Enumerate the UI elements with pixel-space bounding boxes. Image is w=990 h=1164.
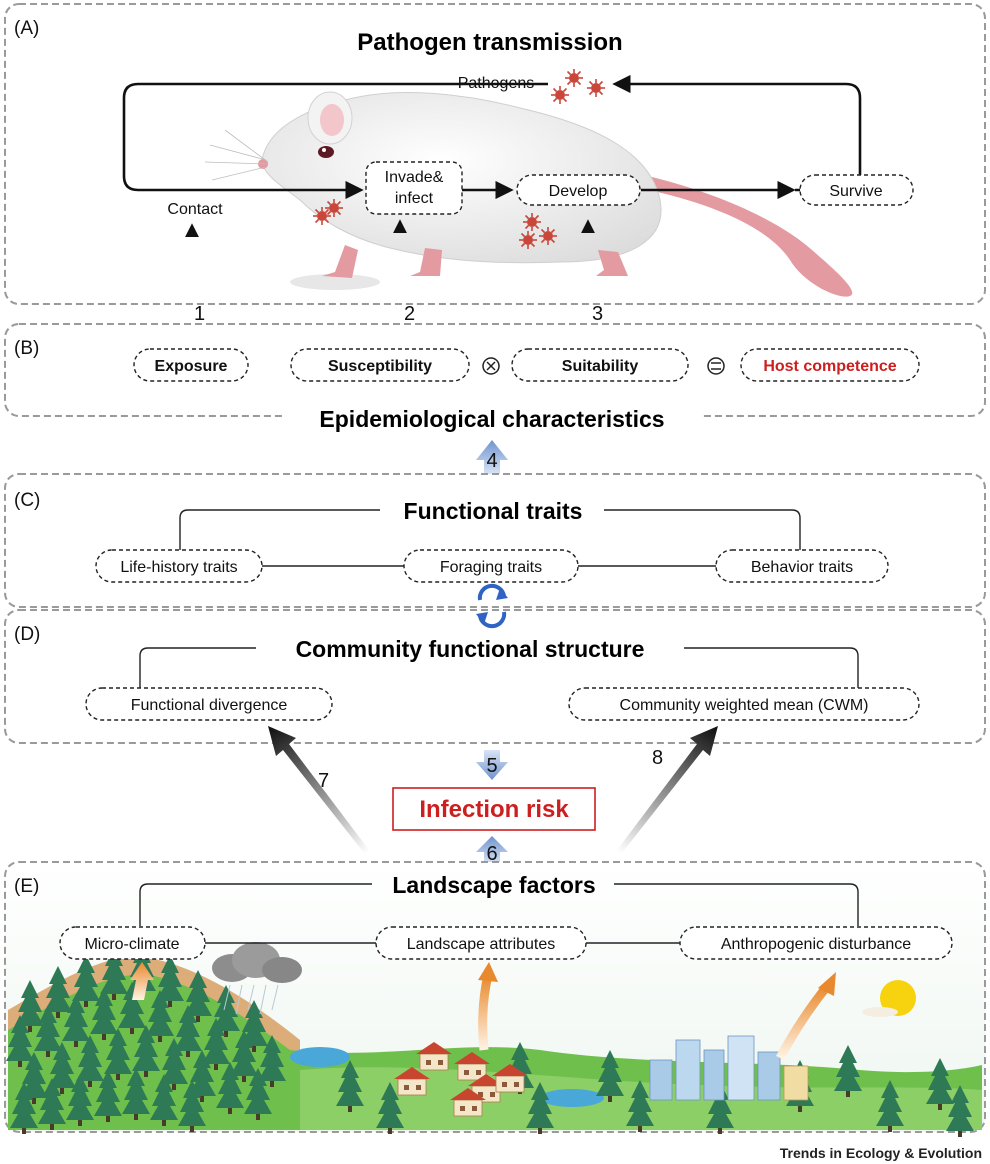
contact-loop-arrow <box>122 82 548 200</box>
suitability-node <box>511 348 689 382</box>
pathogen-icon <box>312 206 332 226</box>
invade-label-line2: infect <box>395 190 434 207</box>
develop-node <box>516 174 641 206</box>
journal-name: Trends in Ecology & Evolution <box>780 1145 982 1161</box>
pathogens-label: Pathogens <box>458 75 535 92</box>
panel-e-bracket <box>139 883 859 926</box>
number-8: 8 <box>652 747 663 769</box>
behavior-label: Behavior traits <box>751 559 853 576</box>
arrow-7 <box>268 726 372 858</box>
susceptibility-label: Susceptibility <box>328 358 432 375</box>
panel-b-letter: (B) <box>14 338 39 359</box>
panel-a-title: Pathogen transmission <box>357 29 622 56</box>
arrow-8 <box>614 726 718 858</box>
anthropogenic-node <box>679 926 953 960</box>
panel-c-letter: (C) <box>14 490 40 511</box>
infection-risk-label: Infection risk <box>419 796 569 823</box>
number-5: 5 <box>486 755 497 777</box>
arrow-6 <box>476 836 508 864</box>
micro-climate-label: Micro-climate <box>84 936 179 953</box>
return-loop-arrow <box>612 74 862 192</box>
pathogen-icon <box>538 226 558 246</box>
panel-e-letter: (E) <box>14 876 39 897</box>
equals-icon <box>707 357 725 375</box>
sun-icon <box>862 980 916 1017</box>
arrow-5 <box>476 750 508 780</box>
multiply-icon <box>482 357 500 375</box>
rain-cloud-icon <box>212 942 302 1015</box>
susceptibility-node <box>290 348 470 382</box>
landscape-attributes-label: Landscape attributes <box>407 936 556 953</box>
invade-label-line1: Invade& <box>385 169 444 186</box>
micro-climate-node <box>59 926 206 960</box>
number-2: 2 <box>404 303 415 325</box>
panel-a-letter: (A) <box>14 18 39 39</box>
divergence-label: Functional divergence <box>131 697 288 714</box>
life-history-node <box>95 549 263 583</box>
exposure-node <box>133 348 249 382</box>
pathogen-icon <box>564 68 584 88</box>
develop-label: Develop <box>549 183 608 200</box>
cwm-node <box>568 687 920 721</box>
panel-b-title-backdrop <box>282 403 702 429</box>
divergence-node <box>85 687 333 721</box>
panel-d-letter: (D) <box>14 624 40 645</box>
pathogen-icon <box>550 85 570 105</box>
arrow-4 <box>476 440 508 474</box>
panel-d <box>4 609 986 744</box>
contact-label: Contact <box>167 201 223 218</box>
suitability-label: Suitability <box>562 358 639 375</box>
pathogen-icon <box>522 212 542 232</box>
invade-infect-node <box>365 161 463 215</box>
panel-e-title: Landscape factors <box>392 872 595 898</box>
cycle-arrows-icon <box>476 583 508 629</box>
number-4: 4 <box>486 450 497 472</box>
number-3: 3 <box>592 303 603 325</box>
foraging-label: Foraging traits <box>440 559 542 576</box>
number-6: 6 <box>486 843 497 865</box>
life-history-label: Life-history traits <box>120 559 237 576</box>
landscape-attributes-node <box>375 926 587 960</box>
panel-d-title: Community functional structure <box>296 636 645 662</box>
infection-risk-box <box>392 787 596 831</box>
pathogen-icon <box>586 78 606 98</box>
host-competence-node <box>740 348 920 382</box>
number-1: 1 <box>194 303 205 325</box>
panel-a <box>4 3 986 305</box>
exposure-label: Exposure <box>155 358 228 375</box>
foraging-node <box>403 549 579 583</box>
panel-b-title: Epidemiological characteristics <box>319 406 664 432</box>
panel-d-bracket <box>139 647 859 688</box>
panel-c-bracket <box>179 509 801 550</box>
survive-node <box>799 174 914 206</box>
landscape-illustration <box>6 945 982 1137</box>
panel-c-title: Functional traits <box>404 498 583 524</box>
anthropogenic-label: Anthropogenic disturbance <box>721 936 911 953</box>
cwm-label: Community weighted mean (CWM) <box>620 697 869 714</box>
pathogen-icon <box>324 198 344 218</box>
pathogen-icon <box>518 230 538 250</box>
panel-c <box>4 473 986 608</box>
survive-label: Survive <box>829 183 882 200</box>
number-7: 7 <box>318 770 329 792</box>
behavior-node <box>715 549 889 583</box>
host-competence-label: Host competence <box>763 358 896 375</box>
